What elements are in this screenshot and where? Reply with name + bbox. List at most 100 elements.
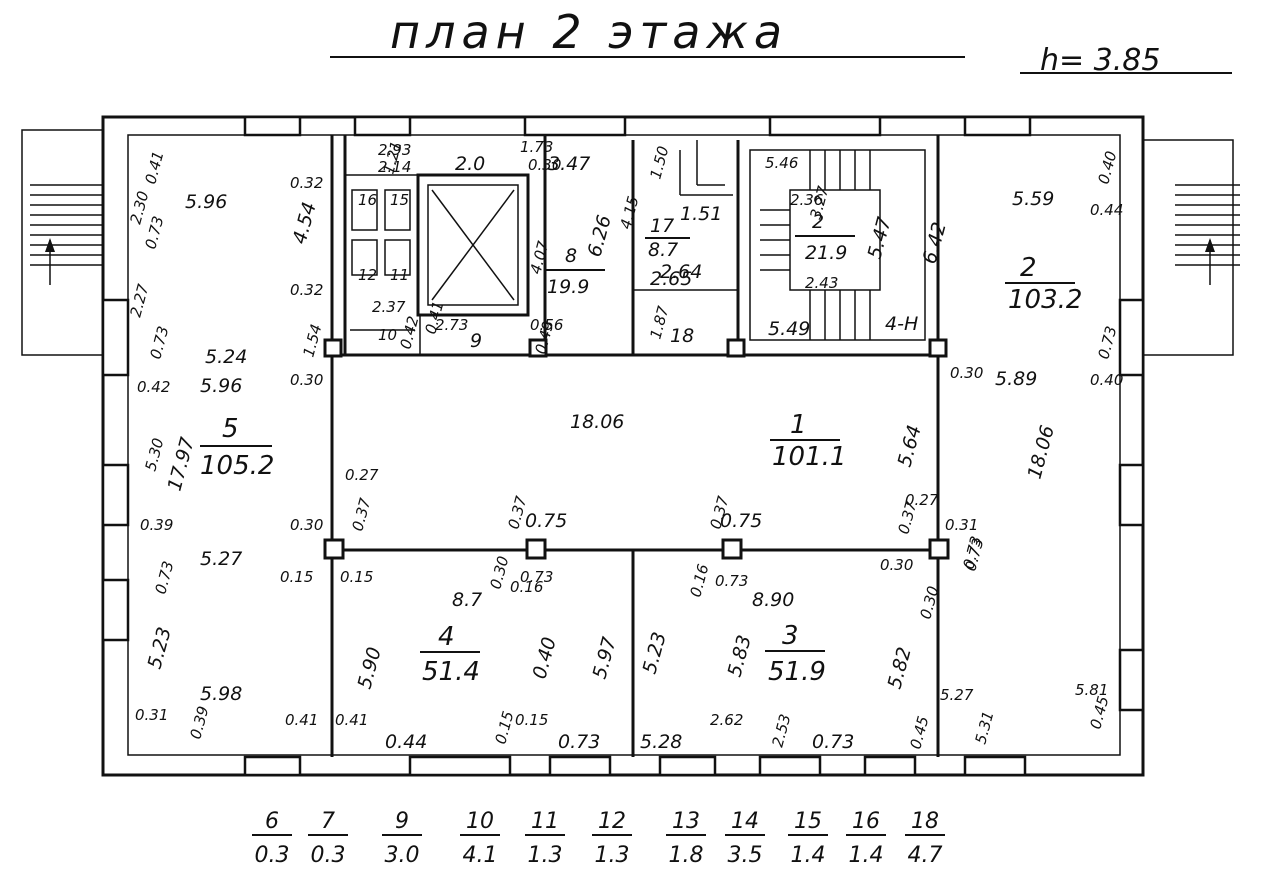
dimension-label: 0.44	[1090, 201, 1123, 219]
room-label-area: 103.2	[1008, 285, 1082, 315]
room-label-number: 3	[782, 621, 799, 651]
small-room-number: 11	[390, 266, 409, 284]
room-label-number: 8	[565, 245, 577, 267]
legend-room-number: 11	[531, 809, 559, 834]
dimension-label: 2.65	[650, 268, 692, 290]
dimension-label: 2.0	[455, 153, 485, 175]
dimension-label: 1.51	[680, 203, 722, 225]
room-label-number: 17	[650, 215, 674, 237]
room-label-area: 21.9	[805, 242, 847, 264]
legend-room-area: 4.7	[908, 843, 943, 868]
dimension-label: 0.56	[530, 316, 563, 334]
dimension-label: 0.30	[290, 371, 323, 389]
small-room-number: 15	[390, 191, 409, 209]
legend-room-area: 1.3	[595, 843, 630, 868]
legend-room-number: 16	[852, 809, 880, 834]
dimension-label: 2.53	[768, 712, 794, 749]
room-label-area: 51.4	[422, 657, 480, 687]
small-room-number: 12	[358, 266, 377, 284]
dimension-label: 0.27	[345, 466, 379, 484]
dimension-label: 2.62	[710, 711, 743, 729]
dimension-label: 1.50	[646, 144, 672, 181]
dimension-label: 1.87	[646, 304, 672, 341]
dimension-label: 5.47	[864, 215, 896, 262]
outer-walls	[101, 115, 1145, 777]
legend-room-area: 1.3	[528, 843, 563, 868]
dimension-label: 0.73	[812, 731, 854, 753]
dimension-label: 5.98	[200, 683, 242, 705]
legend-room-number: 13	[672, 809, 700, 834]
legend-room-number: 7	[321, 809, 335, 834]
dimension-label: 5.27	[940, 686, 974, 704]
dimension-label: 0.45	[1086, 694, 1112, 731]
dimension-label: 6.42	[919, 220, 951, 267]
dimension-label: 0.31	[945, 516, 978, 534]
dimension-label: 5.31	[971, 709, 997, 746]
room-label-number: 2	[812, 211, 824, 233]
dimension-label: 0.40	[1094, 149, 1120, 186]
dimension-label: 5.59	[1012, 188, 1054, 210]
legend-room-number: 12	[598, 809, 626, 834]
dimension-label: 5.83	[724, 633, 756, 680]
dimension-label: 0.37	[348, 496, 374, 533]
dimension-label: 5.81	[1075, 681, 1108, 699]
legend-room-area: 1.4	[849, 843, 884, 868]
dimension-label: 0.15	[280, 568, 313, 586]
columns	[323, 338, 950, 560]
legend-room-area: 0.3	[311, 843, 346, 868]
dimension-label: 0.30	[880, 556, 913, 574]
dimension-label: 0.32	[290, 174, 323, 192]
dimension-label: 0.44	[385, 731, 427, 753]
legend-room-number: 18	[911, 809, 939, 834]
room-label-number: 1	[790, 410, 807, 440]
dimension-label: 2.64	[660, 261, 702, 283]
plan-title: план 2 этажа	[390, 5, 788, 59]
room-label-number: 4	[438, 622, 455, 652]
dimension-label: 0.75	[720, 510, 762, 532]
dimension-label: 5.64	[894, 423, 926, 470]
dimension-label: 0.73	[1094, 324, 1120, 361]
interior-walls	[330, 135, 940, 757]
legend-room-area: 4.1	[463, 843, 498, 868]
dimension-label: 5.96	[185, 191, 227, 213]
room-label-area: 8.7	[648, 239, 678, 261]
left-exterior-stair	[21, 129, 104, 356]
dimension-label: 0.16	[686, 562, 712, 599]
dimension-label: 5.28	[640, 731, 682, 753]
dimension-label: 4.54	[289, 200, 321, 247]
dimension-label: 2.27	[126, 282, 152, 319]
dimension-label: 0.15	[340, 568, 373, 586]
legend-room-number: 9	[395, 809, 409, 834]
dimension-label: 2.14	[378, 158, 411, 176]
dimension-label: 3.47	[548, 153, 590, 175]
dimension-label: 0.16	[510, 578, 543, 596]
dimension-label: 2.73	[435, 316, 468, 334]
dimension-label: 0.41	[285, 711, 318, 729]
dimension-label: 0.41	[335, 711, 368, 729]
dimension-label: 18.06	[1024, 423, 1059, 481]
dimension-label: 5.89	[995, 368, 1037, 390]
dimension-label: 8.7	[452, 589, 482, 611]
dimension-label: 0.73	[146, 324, 172, 361]
dimension-label: 0.40	[1090, 371, 1123, 389]
dimension-label: 0.73	[959, 534, 985, 571]
dimension-label: 0.30	[290, 516, 323, 534]
dimension-labels: 5.962.300.410.732.270.324.540.322.932.14…	[126, 138, 1123, 753]
dimension-label: 5.23	[639, 630, 671, 677]
legend-room-area: 0.3	[255, 843, 290, 868]
dimension-label: 4.15	[616, 194, 642, 231]
dimension-label: 0.42	[396, 314, 422, 351]
room-label-area: 105.2	[200, 451, 274, 481]
dimension-label: 2.37	[372, 298, 406, 316]
room-labels: 1 101.1 2 103.2 2 21.9 3 51.9 4 51.4 5 1…	[200, 191, 1082, 687]
area-legend: 60.370.393.0104.1111.3121.3131.8143.5151…	[252, 809, 945, 868]
dimension-label: 8.90	[752, 589, 794, 611]
dimension-label: 0.73	[151, 559, 177, 596]
legend-room-number: 10	[466, 809, 494, 834]
legend-room-area: 3.5	[728, 843, 763, 868]
legend-room-number: 6	[265, 809, 279, 834]
dimension-label: 0.15	[491, 709, 517, 746]
dimension-label: 5.46	[765, 154, 798, 172]
dimension-label: 0.75	[525, 510, 567, 532]
